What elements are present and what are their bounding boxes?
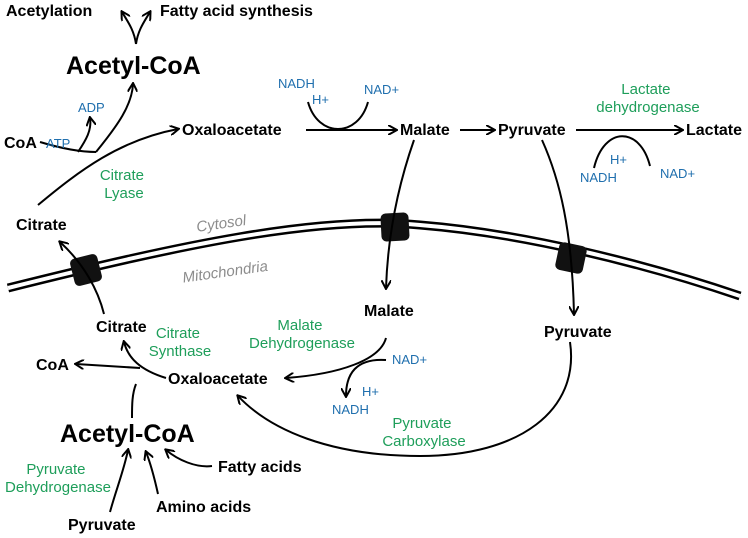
label-oxaloacetate-top: Oxaloacetate bbox=[182, 122, 282, 139]
label-acetylation: Acetylation bbox=[6, 3, 92, 20]
label-lactate: Lactate bbox=[686, 122, 742, 139]
label-citrate-top: Citrate bbox=[16, 217, 67, 234]
arrow-citrate-out bbox=[60, 242, 105, 315]
arrow-oxaloacetate-to-citrate bbox=[124, 342, 167, 379]
label-coa-top: CoA bbox=[4, 135, 37, 152]
arrow-nadh-nad-ldh bbox=[593, 135, 651, 169]
cofactor-hplus-ldh: H+ bbox=[610, 152, 627, 167]
compartment-cytosol: Cytosol bbox=[195, 212, 248, 236]
arrow-atp-adp bbox=[77, 118, 90, 153]
cofactor-nadplus-top: NAD+ bbox=[364, 82, 399, 97]
cofactor-nadplus-mdh: NAD+ bbox=[392, 352, 427, 367]
label-citrate-bottom: Citrate bbox=[96, 319, 147, 336]
label-acetyl-coa-bottom: Acetyl-CoA bbox=[60, 420, 195, 448]
enzyme-citrate-lyase: Citrate Lyase bbox=[100, 167, 148, 202]
label-fatty-acid-synthesis: Fatty acid synthesis bbox=[160, 3, 313, 20]
label-malate-top: Malate bbox=[400, 122, 450, 139]
enzyme-pyruvate-carboxylase: Pyruvate Carboxylase bbox=[382, 415, 465, 450]
cofactor-nadh-mdh: NADH bbox=[332, 402, 369, 417]
label-acetyl-coa-top: Acetyl-CoA bbox=[66, 52, 201, 80]
arrow-to-acetylation bbox=[122, 12, 137, 45]
arrow-citrate-to-oxaloacetate bbox=[37, 129, 178, 206]
arrow-to-fatty-acid-synthesis bbox=[135, 12, 150, 45]
mitochondrial-membrane bbox=[6, 218, 742, 301]
arrow-coa-in bbox=[39, 141, 97, 153]
label-oxaloacetate-bottom: Oxaloacetate bbox=[168, 371, 268, 388]
arrow-amino-acids-to-acetylcoa bbox=[146, 452, 159, 495]
arrow-fatty-acids-to-acetylcoa bbox=[166, 450, 213, 468]
enzyme-lactate-dehydrogenase: Lactate dehydrogenase bbox=[596, 81, 699, 116]
label-pyruvate-top: Pyruvate bbox=[498, 122, 566, 139]
cofactor-hplus-top: H+ bbox=[312, 92, 329, 107]
label-coa-bottom: CoA bbox=[36, 357, 69, 374]
cofactor-nadh-top: NADH bbox=[278, 76, 315, 91]
arrow-malate-into-mitochondria bbox=[386, 139, 415, 288]
arrow-nad-nadh-mdh bbox=[346, 358, 387, 396]
arrow-pyruvate-to-oxaloacetate bbox=[238, 341, 573, 458]
label-malate-bottom: Malate bbox=[364, 303, 414, 320]
cofactor-hplus-mdh: H+ bbox=[362, 384, 379, 399]
arrow-acetylcoa-to-citrate bbox=[131, 383, 137, 419]
arrow-malate-to-oxaloacetate bbox=[286, 337, 387, 378]
label-pyruvate-right: Pyruvate bbox=[544, 324, 612, 341]
arrow-nadh-nad-top bbox=[307, 101, 369, 130]
label-amino-acids: Amino acids bbox=[156, 499, 251, 516]
arrow-to-coa-bottom bbox=[76, 364, 141, 368]
cofactor-nadplus-ldh: NAD+ bbox=[660, 166, 695, 181]
cofactor-atp: ATP bbox=[46, 136, 70, 151]
label-fatty-acids: Fatty acids bbox=[218, 459, 302, 476]
arrow-pyruvate-into-mitochondria bbox=[541, 139, 574, 314]
malate-transporter-icon bbox=[380, 212, 410, 242]
enzyme-pyruvate-dehydrogenase: Pyruvate Dehydrogenase bbox=[5, 461, 111, 496]
arrow-to-acetyl-coa-top bbox=[95, 84, 133, 153]
enzyme-malate-dehydrogenase: Malate Dehydrogenase bbox=[249, 317, 355, 352]
compartment-mitochondria: Mitochondria bbox=[181, 258, 268, 287]
arrow-pyruvate-to-acetylcoa bbox=[109, 450, 128, 513]
enzyme-citrate-synthase: Citrate Synthase bbox=[149, 325, 212, 360]
cofactor-nadh-ldh: NADH bbox=[580, 170, 617, 185]
cofactor-adp: ADP bbox=[78, 100, 105, 115]
label-pyruvate-bottom: Pyruvate bbox=[68, 517, 136, 534]
